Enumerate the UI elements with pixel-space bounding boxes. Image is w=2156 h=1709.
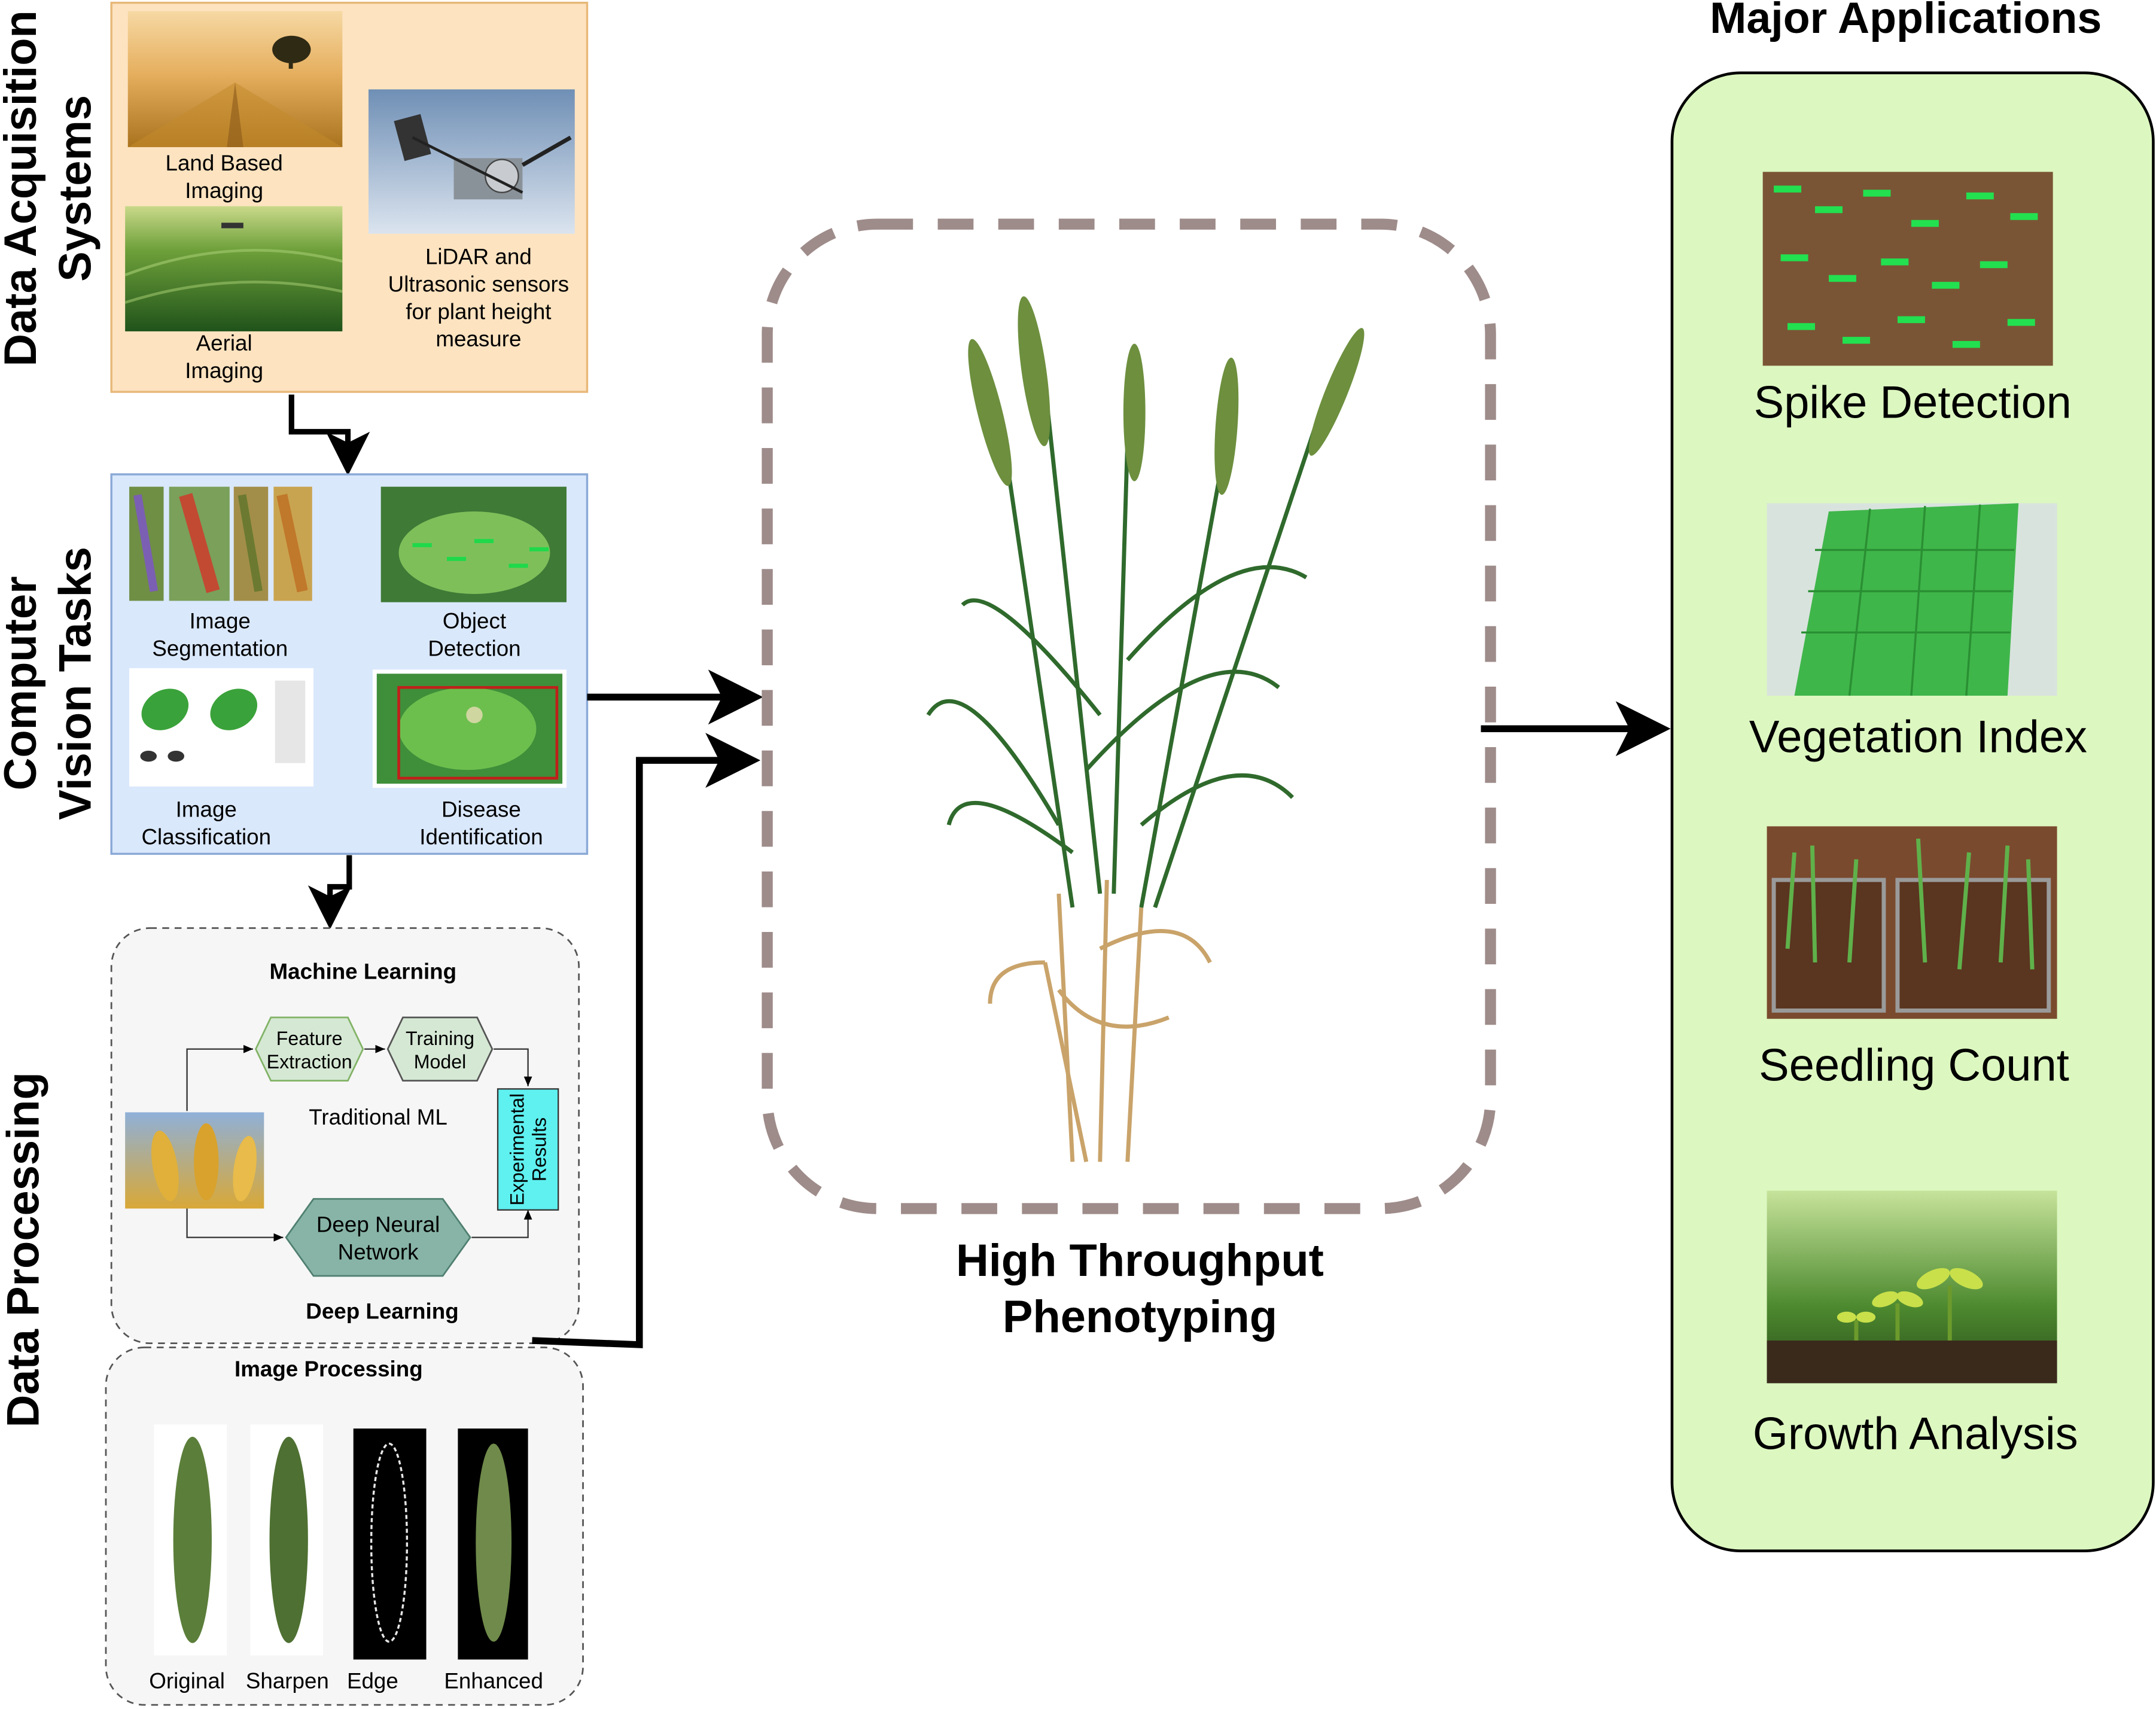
applications-title: Major Applications bbox=[1710, 0, 2102, 42]
feature-extraction-hexagon bbox=[254, 1016, 364, 1082]
image-processing-title: Image Processing bbox=[235, 1357, 423, 1381]
section-label-computer-vision: Computer Vision Tasks bbox=[0, 547, 101, 820]
aerial-image bbox=[124, 206, 343, 331]
app-vegetation-index: Vegetation Index bbox=[1749, 711, 2087, 762]
data-processing-label: Data Processing bbox=[0, 1072, 48, 1427]
land-based-image bbox=[127, 11, 343, 147]
training-model-hexagon bbox=[386, 1016, 494, 1082]
object-detection-image bbox=[380, 486, 567, 602]
data-acquisition-line2: Systems bbox=[50, 95, 101, 282]
land-based-caption-2: Imaging bbox=[185, 178, 263, 203]
lidar-image bbox=[368, 89, 575, 234]
sharpen-spike-image bbox=[250, 1424, 324, 1656]
ip-label-sharpen: Sharpen bbox=[246, 1669, 329, 1693]
results-label-1: Experimental bbox=[507, 1093, 528, 1206]
land-based-caption-1: Land Based bbox=[166, 151, 283, 175]
lidar-caption-1: LiDAR and bbox=[425, 244, 532, 269]
ip-label-edge: Edge bbox=[347, 1669, 398, 1693]
ml-title: Machine Learning bbox=[270, 959, 457, 984]
disease-image bbox=[372, 669, 567, 788]
lidar-caption-2: Ultrasonic sensors bbox=[388, 272, 569, 296]
results-label-2: Results bbox=[529, 1117, 550, 1181]
center-title-line2: Phenotyping bbox=[1003, 1291, 1277, 1342]
vegetation-index-image bbox=[1767, 503, 2057, 696]
training-label-2: Model bbox=[414, 1051, 467, 1073]
wheat-plant-image bbox=[926, 296, 1365, 1162]
deep-learning-label: Deep Learning bbox=[306, 1299, 458, 1323]
arrow-processing-to-center bbox=[532, 733, 761, 1348]
ip-label-original: Original bbox=[149, 1669, 225, 1693]
app-seedling-count: Seedling Count bbox=[1759, 1040, 2069, 1091]
section-label-data-processing: Data Processing bbox=[0, 1072, 48, 1427]
feature-label-2: Extraction bbox=[267, 1051, 352, 1073]
classification-image bbox=[129, 668, 314, 787]
experimental-results-box bbox=[497, 1088, 559, 1211]
growth-analysis-image bbox=[1767, 1190, 2057, 1384]
traditional-ml-label: Traditional ML bbox=[309, 1105, 447, 1129]
lidar-caption-3: for plant height bbox=[406, 299, 551, 324]
data-acquisition-line1: Data Acquisition bbox=[0, 10, 46, 367]
classification-caption-1: Image bbox=[176, 797, 237, 821]
segmentation-image bbox=[129, 486, 312, 601]
spike-detection-image bbox=[1762, 172, 2053, 366]
object-caption-2: Detection bbox=[428, 636, 520, 660]
ip-label-enhanced: Enhanced bbox=[444, 1669, 543, 1693]
center-title-line1: High Throughput bbox=[956, 1235, 1324, 1286]
lidar-caption-4: measure bbox=[436, 327, 521, 351]
classification-caption-2: Classification bbox=[141, 824, 271, 849]
segmentation-caption-2: Segmentation bbox=[152, 636, 288, 660]
object-caption-1: Object bbox=[443, 608, 506, 633]
wheat-photo bbox=[125, 1112, 264, 1209]
aerial-caption-1: Aerial bbox=[196, 331, 252, 355]
enhanced-spike-image bbox=[458, 1428, 528, 1660]
computer-vision-line2: Vision Tasks bbox=[50, 547, 101, 820]
arrow-acquisition-to-vision bbox=[288, 394, 370, 476]
edge-spike-image bbox=[353, 1428, 427, 1660]
phenotyping-frame bbox=[762, 218, 1496, 1214]
disease-caption-2: Identification bbox=[419, 824, 543, 849]
aerial-caption-2: Imaging bbox=[185, 358, 263, 383]
connector-dnn-to-results bbox=[471, 1210, 532, 1238]
app-growth-analysis: Growth Analysis bbox=[1753, 1409, 2078, 1460]
connector-photo-to-dnn bbox=[186, 1208, 284, 1242]
disease-caption-1: Disease bbox=[441, 797, 521, 821]
feature-label-1: Feature bbox=[276, 1028, 343, 1049]
arrow-vision-to-processing bbox=[307, 855, 352, 930]
segmentation-caption-1: Image bbox=[190, 608, 251, 633]
deep-neural-network-hexagon bbox=[285, 1198, 471, 1277]
connector-photo-to-feature bbox=[186, 1044, 253, 1111]
computer-vision-line1: Computer bbox=[0, 576, 46, 790]
dnn-label-2: Network bbox=[338, 1239, 419, 1264]
section-label-data-acquisition: Data Acquisition Systems bbox=[0, 10, 101, 367]
original-spike-image bbox=[154, 1424, 227, 1656]
training-label-1: Training bbox=[406, 1028, 474, 1049]
dnn-label-1: Deep Neural bbox=[316, 1212, 440, 1236]
app-spike-detection: Spike Detection bbox=[1754, 377, 2072, 428]
experimental-results-text: Experimental Results bbox=[507, 1093, 550, 1206]
applications-box bbox=[1670, 71, 2155, 1553]
connector-training-to-results bbox=[494, 1048, 532, 1086]
seedling-count-image bbox=[1767, 826, 2057, 1019]
